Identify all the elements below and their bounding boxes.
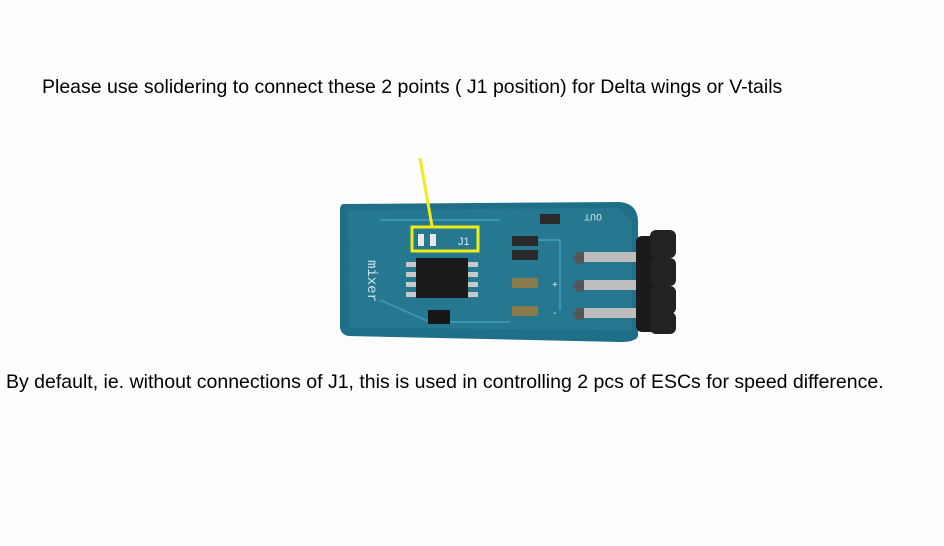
pin-minus-label: -: [553, 308, 556, 319]
mixer-ic-chip: [406, 258, 478, 298]
j1-pointer-line: [418, 157, 434, 227]
mixer-label: mixer: [363, 260, 379, 302]
j1-highlight-box: [410, 225, 480, 253]
pin-plus-label: +: [552, 280, 558, 291]
j1-label: J1: [458, 236, 470, 248]
transistor: [428, 310, 450, 324]
smd-resistors: [512, 214, 560, 316]
header-pins: [574, 252, 636, 320]
j1-pad-left: [418, 234, 424, 246]
mixer-board-photo: mixer OUT J1 + -: [340, 157, 676, 342]
instruction-text: Please use solidering to connect these 2…: [42, 76, 783, 98]
j1-pad-right: [430, 234, 436, 246]
out-label: OUT: [584, 210, 602, 221]
default-usage-note: By default, ie. without connections of J…: [6, 371, 884, 393]
connector-housing: [636, 230, 676, 334]
